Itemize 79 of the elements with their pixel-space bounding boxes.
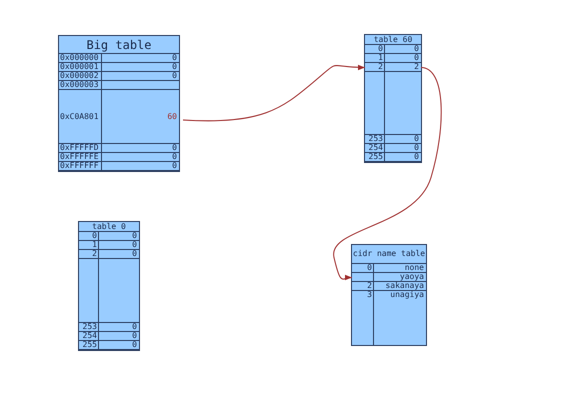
table-row	[365, 153, 421, 162]
row-key: 2	[367, 282, 372, 290]
row-key: 255	[82, 341, 97, 349]
row-key: 253	[82, 323, 97, 331]
table-box	[364, 34, 422, 163]
table-title: table 60	[374, 34, 412, 45]
row-value: 60	[167, 112, 177, 120]
table-row	[79, 332, 139, 341]
row-key: 1	[378, 54, 383, 62]
table-row	[365, 135, 421, 144]
row-value: 0	[172, 153, 177, 161]
table-row	[59, 153, 179, 162]
table-row	[352, 282, 426, 291]
row-value: 0	[172, 54, 177, 62]
table-row	[352, 273, 426, 282]
row-key: 0	[367, 264, 372, 272]
row-value: 0	[414, 135, 419, 143]
arrow	[182, 64, 366, 122]
row-key: 0x000002	[60, 72, 99, 80]
row-key: 0xFFFFFE	[60, 153, 99, 161]
row-value: 2	[414, 63, 419, 71]
table-box	[351, 244, 427, 346]
row-value: 0	[172, 144, 177, 152]
row-value: 0	[132, 250, 137, 258]
row-key: 0x000001	[60, 63, 99, 71]
row-value: 0	[172, 162, 177, 170]
row-value: 0	[132, 232, 137, 240]
row-value: 0	[172, 63, 177, 71]
table-row	[79, 341, 139, 350]
table-row	[365, 54, 421, 63]
row-value: 0	[414, 45, 419, 53]
row-value: 0	[414, 153, 419, 161]
row-key: 0xC0A801	[60, 112, 99, 120]
row-key: 0	[92, 232, 97, 240]
row-value: 0	[132, 241, 137, 249]
row-key: 3	[367, 291, 372, 299]
table-row	[59, 81, 179, 90]
table-title: table 0	[92, 220, 126, 232]
row-value: none	[404, 264, 424, 272]
table-row	[59, 90, 179, 144]
table-row	[59, 144, 179, 153]
row-key: 253	[368, 135, 383, 143]
table-box	[78, 221, 140, 351]
table-title: Big table	[86, 36, 152, 54]
row-key: 0	[378, 45, 383, 53]
table-row	[59, 72, 179, 81]
row-value: 0	[172, 72, 177, 80]
row-value: 0	[414, 144, 419, 152]
table-row	[59, 54, 179, 63]
row-key: 0x000003	[60, 81, 99, 89]
row-key: 0x000000	[60, 54, 99, 62]
row-key: 1	[92, 241, 97, 249]
row-value: unagiya	[390, 291, 424, 299]
table-title: cidr name table	[352, 248, 426, 260]
table-row	[365, 63, 421, 72]
row-value: 0	[132, 323, 137, 331]
table-row	[59, 63, 179, 72]
arrow	[334, 67, 442, 281]
table-row	[79, 323, 139, 332]
table-row	[59, 162, 179, 171]
row-key: 254	[82, 332, 97, 340]
row-key: 0xFFFFFF	[60, 162, 99, 170]
row-value: 0	[132, 341, 137, 349]
row-value: 0	[132, 332, 137, 340]
row-value: 0	[414, 54, 419, 62]
row-key: 0xFFFFFD	[60, 144, 99, 152]
row-key: 254	[368, 144, 383, 152]
row-value: sakanaya	[385, 282, 424, 290]
table-row	[79, 232, 139, 241]
row-key: 2	[92, 250, 97, 258]
row-value: yaoya	[400, 273, 424, 281]
table-row	[365, 144, 421, 153]
table-row	[79, 250, 139, 259]
table-box	[58, 35, 180, 172]
table-row	[365, 45, 421, 54]
table-row	[352, 264, 426, 273]
row-key: 2	[378, 63, 383, 71]
table-row	[79, 241, 139, 250]
row-key: 255	[368, 153, 383, 161]
